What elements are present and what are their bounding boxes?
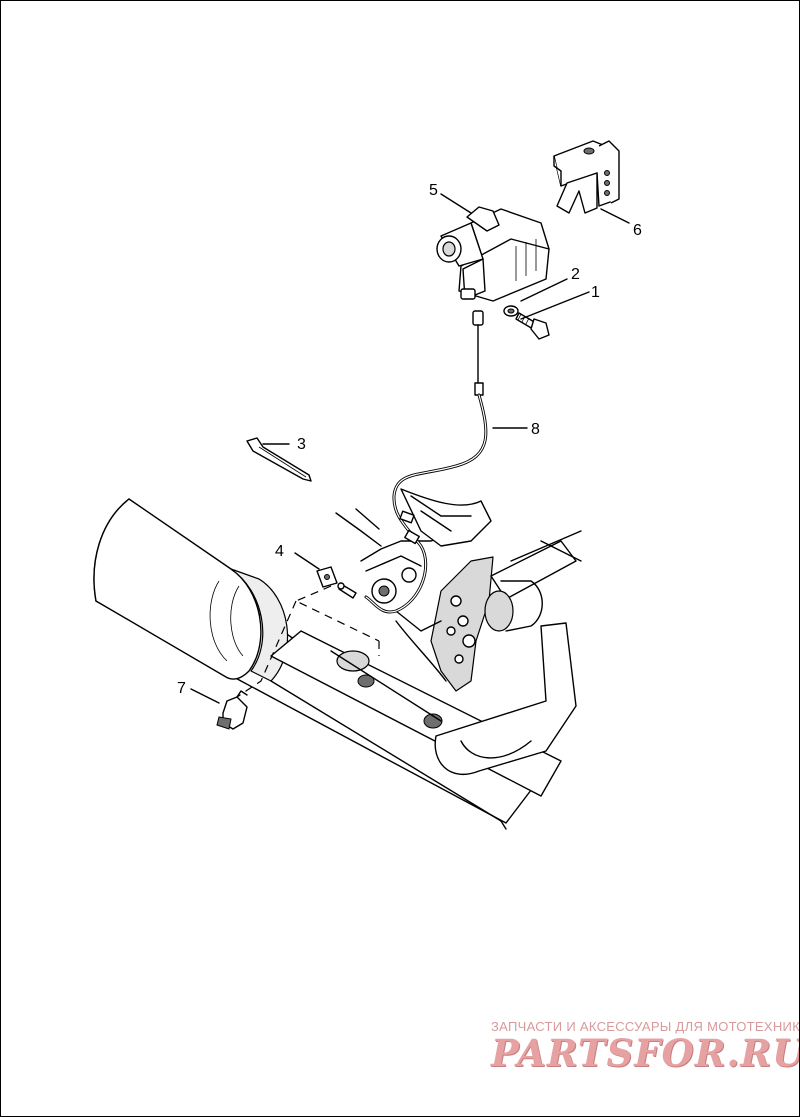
watermark-logo: PARTSFOR.RU: [491, 1031, 800, 1075]
callout-5: 5: [429, 182, 438, 199]
part-8-cable: [364, 310, 488, 614]
callout-2: 2: [571, 266, 580, 283]
part-3-cable-tie: [246, 437, 312, 482]
leader-lines: [190, 193, 630, 704]
part-5-module: [436, 206, 550, 302]
callout-3: 3: [297, 436, 306, 453]
assembly-guide-lines: [230, 585, 380, 702]
callout-4: 4: [275, 543, 284, 560]
part-2-washer: [503, 305, 519, 317]
watermark-caption: ЗАПЧАСТИ И АКСЕССУАРЫ ДЛЯ МОТОТЕХНИКИ: [491, 1019, 800, 1034]
frame-area: [335, 488, 582, 692]
muffler: [93, 498, 577, 830]
callout-1: 1: [591, 284, 600, 301]
callout-7: 7: [177, 680, 186, 697]
callout-6: 6: [633, 222, 642, 239]
callout-8: 8: [531, 421, 540, 438]
part-7-clip: [216, 690, 248, 730]
part-6-bracket: [553, 140, 620, 214]
part-4-clip-nut: [316, 566, 357, 599]
part-1-bolt: [515, 312, 550, 340]
